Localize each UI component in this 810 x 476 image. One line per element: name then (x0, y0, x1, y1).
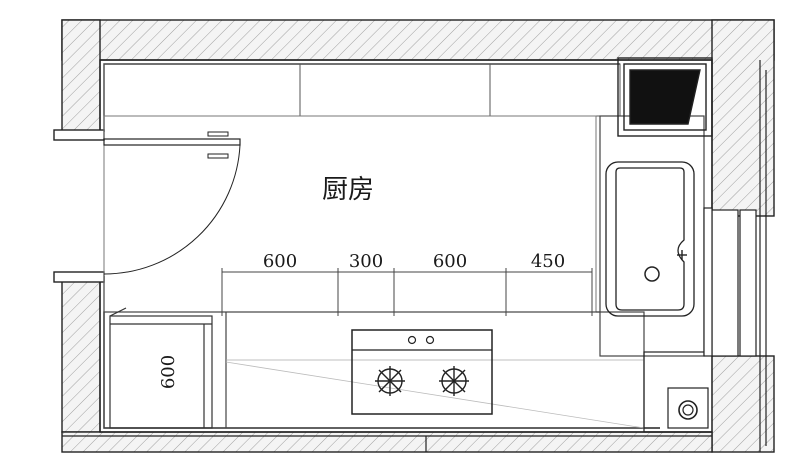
flue-icon (629, 69, 701, 125)
sink-drain-icon (644, 266, 660, 282)
door-swing-arc (103, 144, 241, 275)
drain-icon (678, 400, 698, 420)
door (103, 131, 241, 275)
wall-left-lower (61, 275, 101, 433)
cooktop-knob-icon (425, 335, 435, 345)
side-cabinet (109, 307, 213, 429)
wall-right-upper (711, 19, 775, 217)
corner-cabinet (617, 57, 713, 137)
bottom-edge (62, 435, 712, 452)
dimension-label-3: 600 (433, 251, 467, 272)
dimension-label-1: 600 (263, 251, 297, 272)
dimension-label-4: 450 (531, 251, 565, 272)
dimension-label-2: 300 (349, 251, 383, 272)
wall-right-lower (711, 355, 775, 453)
sink (605, 161, 695, 317)
cooktop-knob-icon (407, 335, 417, 345)
counter-dimension-line (221, 268, 593, 316)
room-name: 厨房 (322, 175, 374, 205)
door-leaf (103, 138, 241, 146)
right-jambs (703, 60, 767, 452)
door-jambs (53, 129, 105, 283)
wall-left-upper (61, 19, 101, 133)
burner-icon (375, 366, 405, 396)
counter-dimension-labels: 600 300 600 450 (263, 251, 565, 272)
upper-cabinets (103, 63, 621, 117)
cooktop (351, 329, 493, 415)
right-counter (596, 115, 705, 357)
burner-icon (439, 366, 469, 396)
utility-box (643, 351, 713, 433)
wall-top (61, 19, 775, 61)
faucet-icon (677, 250, 687, 260)
side-dimension-label: 600 (158, 355, 179, 389)
wall-bottom (61, 431, 713, 453)
